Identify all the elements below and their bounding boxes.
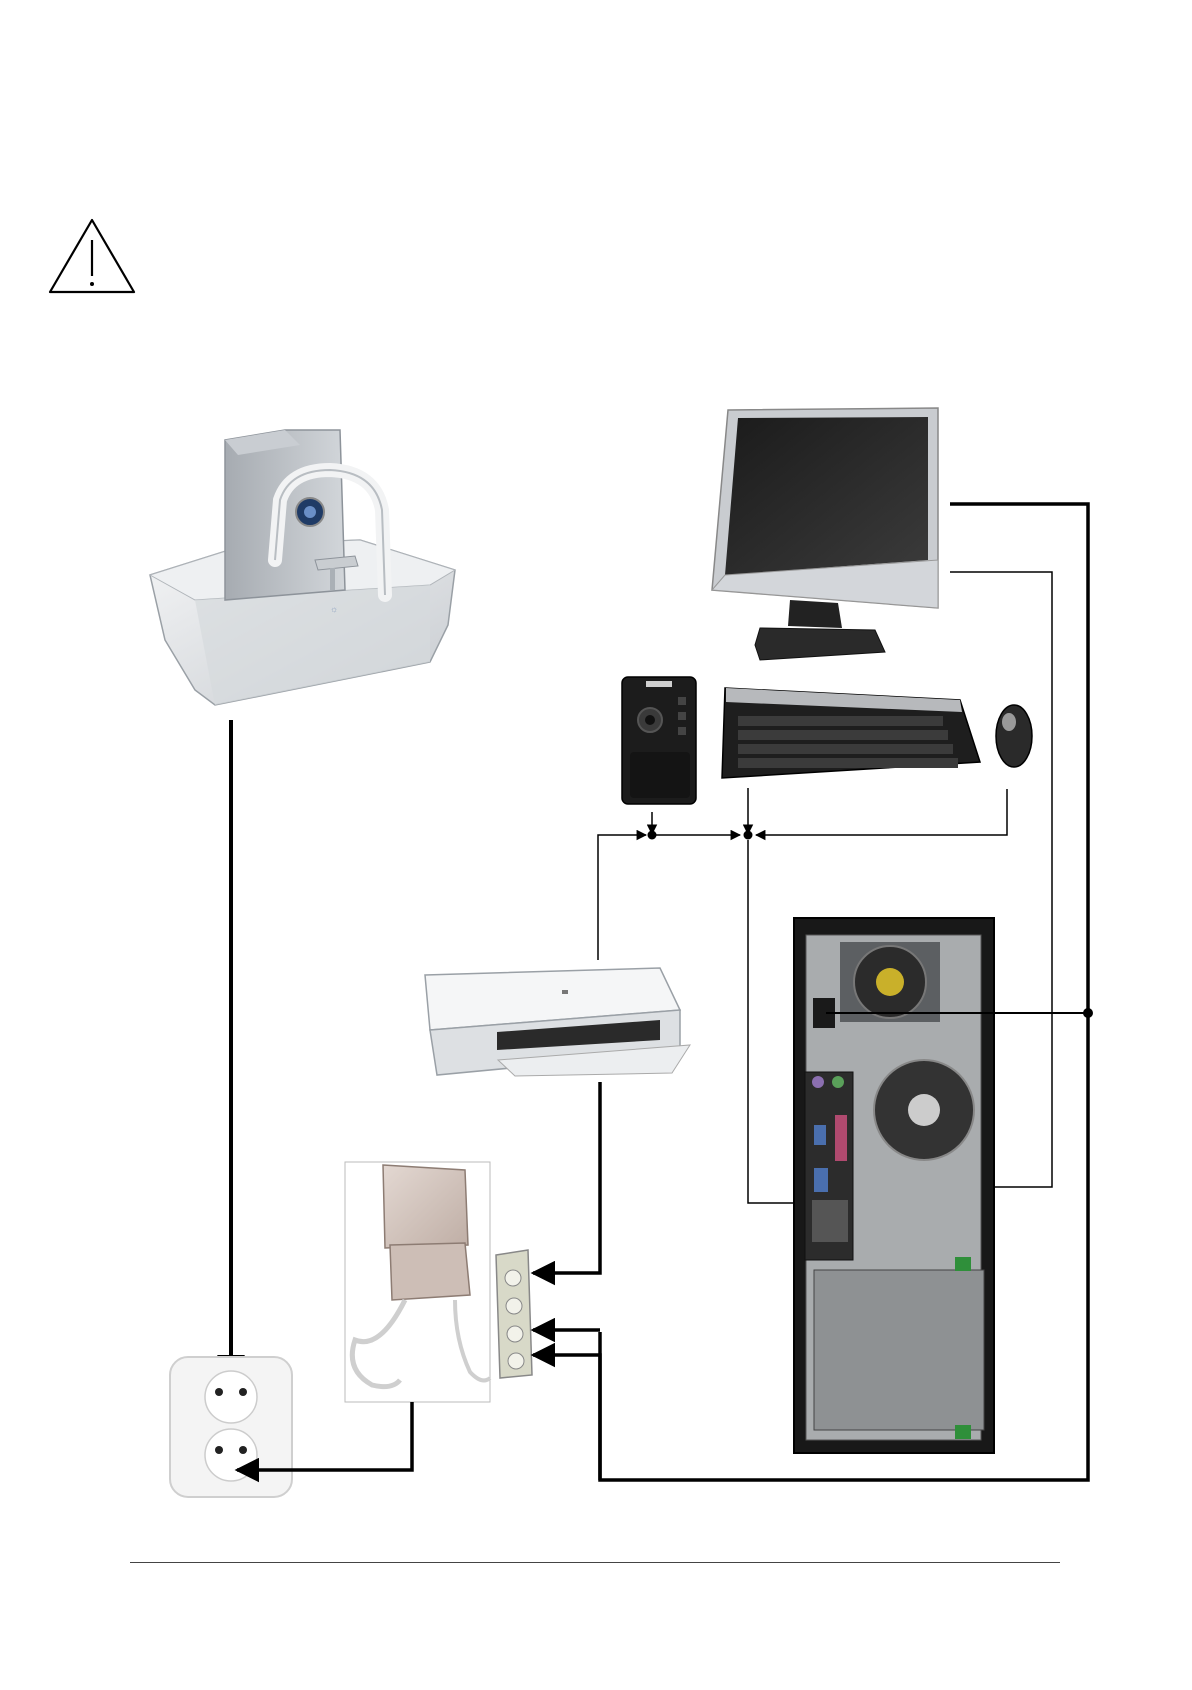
- mouse: [996, 705, 1032, 767]
- joystick-controller: [622, 677, 696, 804]
- isolation-transformer: [345, 1162, 490, 1402]
- junction-dot: [744, 831, 753, 840]
- wall-socket: [170, 1357, 292, 1497]
- imaging-unit: ☼: [150, 430, 455, 705]
- power-strip: [496, 1250, 532, 1378]
- pc-to-strip-cable: [590, 1355, 600, 1480]
- printer: [425, 968, 690, 1076]
- footer-rule: [130, 1562, 1060, 1563]
- junction-dot: [648, 831, 657, 840]
- computer-tower-rear: [794, 918, 994, 1453]
- warning-triangle-icon: [50, 220, 134, 292]
- junction-dot: [1083, 1008, 1093, 1018]
- keyboard: [722, 688, 980, 778]
- printer-power-cable: [533, 1082, 600, 1273]
- monitor: [712, 408, 938, 660]
- svg-text:☼: ☼: [330, 604, 338, 614]
